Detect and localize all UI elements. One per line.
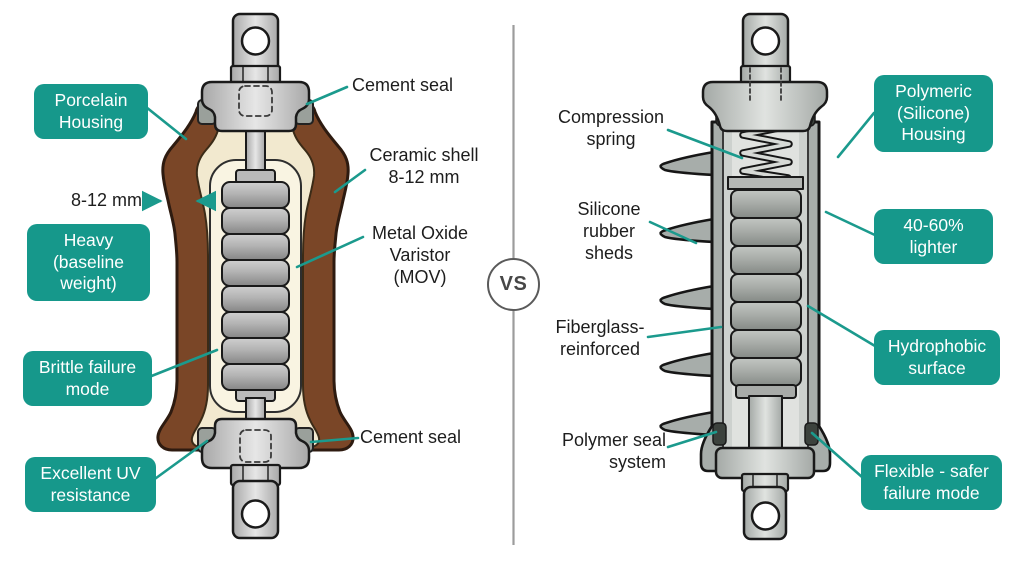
top-cap-left-arrester <box>200 80 311 133</box>
label-polymer-seal: Polymer seal system <box>561 430 666 472</box>
callout-polymeric-housing: Polymeric (Silicone) Housing <box>874 75 993 153</box>
vs-badge-text: VS <box>499 273 528 295</box>
connector-brittle-failure <box>147 348 219 379</box>
callout-porcelain-housing: Porcelain Housing <box>34 84 148 140</box>
top-terminal-hole-left <box>240 26 271 56</box>
connector-lighter <box>824 210 879 238</box>
connector-lines <box>141 85 879 483</box>
connector-silicone-sheds <box>648 220 698 245</box>
mov-disc-stack-right <box>730 189 802 387</box>
polymer-seal-bottom-left-shape <box>712 422 727 446</box>
label-silicone-sheds: Silicone rubber sheds <box>577 199 641 263</box>
mov-disc-stack-left <box>221 181 290 391</box>
label-ceramic-shell: Ceramic shell 8-12 mm <box>369 145 479 187</box>
callout-lighter: 40-60% lighter <box>874 209 993 265</box>
callout-heavy-weight: Heavy (baseline weight) <box>27 224 150 302</box>
connector-cement-seal-bottom <box>309 436 360 444</box>
callout-hydrophobic: Hydrophobic surface <box>874 330 1000 386</box>
connector-polymer-seal <box>666 430 718 449</box>
label-wall-thickness: 8-12 mm <box>70 190 142 210</box>
connector-fiberglass <box>646 325 723 339</box>
connector-flexible-failure <box>810 431 864 479</box>
connector-uv-resistance <box>150 439 209 483</box>
connector-mov <box>295 235 365 269</box>
bottom-cap-left-arrester <box>200 417 311 470</box>
label-cement-seal-bottom: Cement seal <box>360 427 462 447</box>
polymer-arrester-illustration <box>659 12 832 541</box>
label-cement-seal-top: Cement seal <box>352 75 454 95</box>
label-fiberglass: Fiberglass- reinforced <box>555 317 645 359</box>
callout-uv-resistance: Excellent UV resistance <box>25 457 156 513</box>
porcelain-arrester-illustration <box>156 12 355 540</box>
top-cap-right-arrester <box>701 80 829 133</box>
connector-polymeric-housing <box>836 111 876 159</box>
callout-flexible-failure: Flexible - safer failure mode <box>861 455 1002 511</box>
connector-hydrophobic <box>806 304 877 348</box>
connector-porcelain-housing <box>144 105 188 141</box>
connector-cement-seal-top <box>305 85 349 106</box>
vs-badge: VS <box>487 258 540 311</box>
bottom-terminal-hole-right <box>750 501 781 531</box>
connector-ceramic-shell <box>333 168 367 194</box>
callout-brittle-failure: Brittle failure mode <box>23 351 152 407</box>
connector-compression-spring <box>666 128 744 160</box>
bottom-terminal-hole-left <box>240 499 271 529</box>
label-compression-spring: Compression spring <box>557 107 665 149</box>
top-terminal-hole-right <box>750 26 781 56</box>
label-mov: Metal Oxide Varistor (MOV) <box>371 223 469 287</box>
